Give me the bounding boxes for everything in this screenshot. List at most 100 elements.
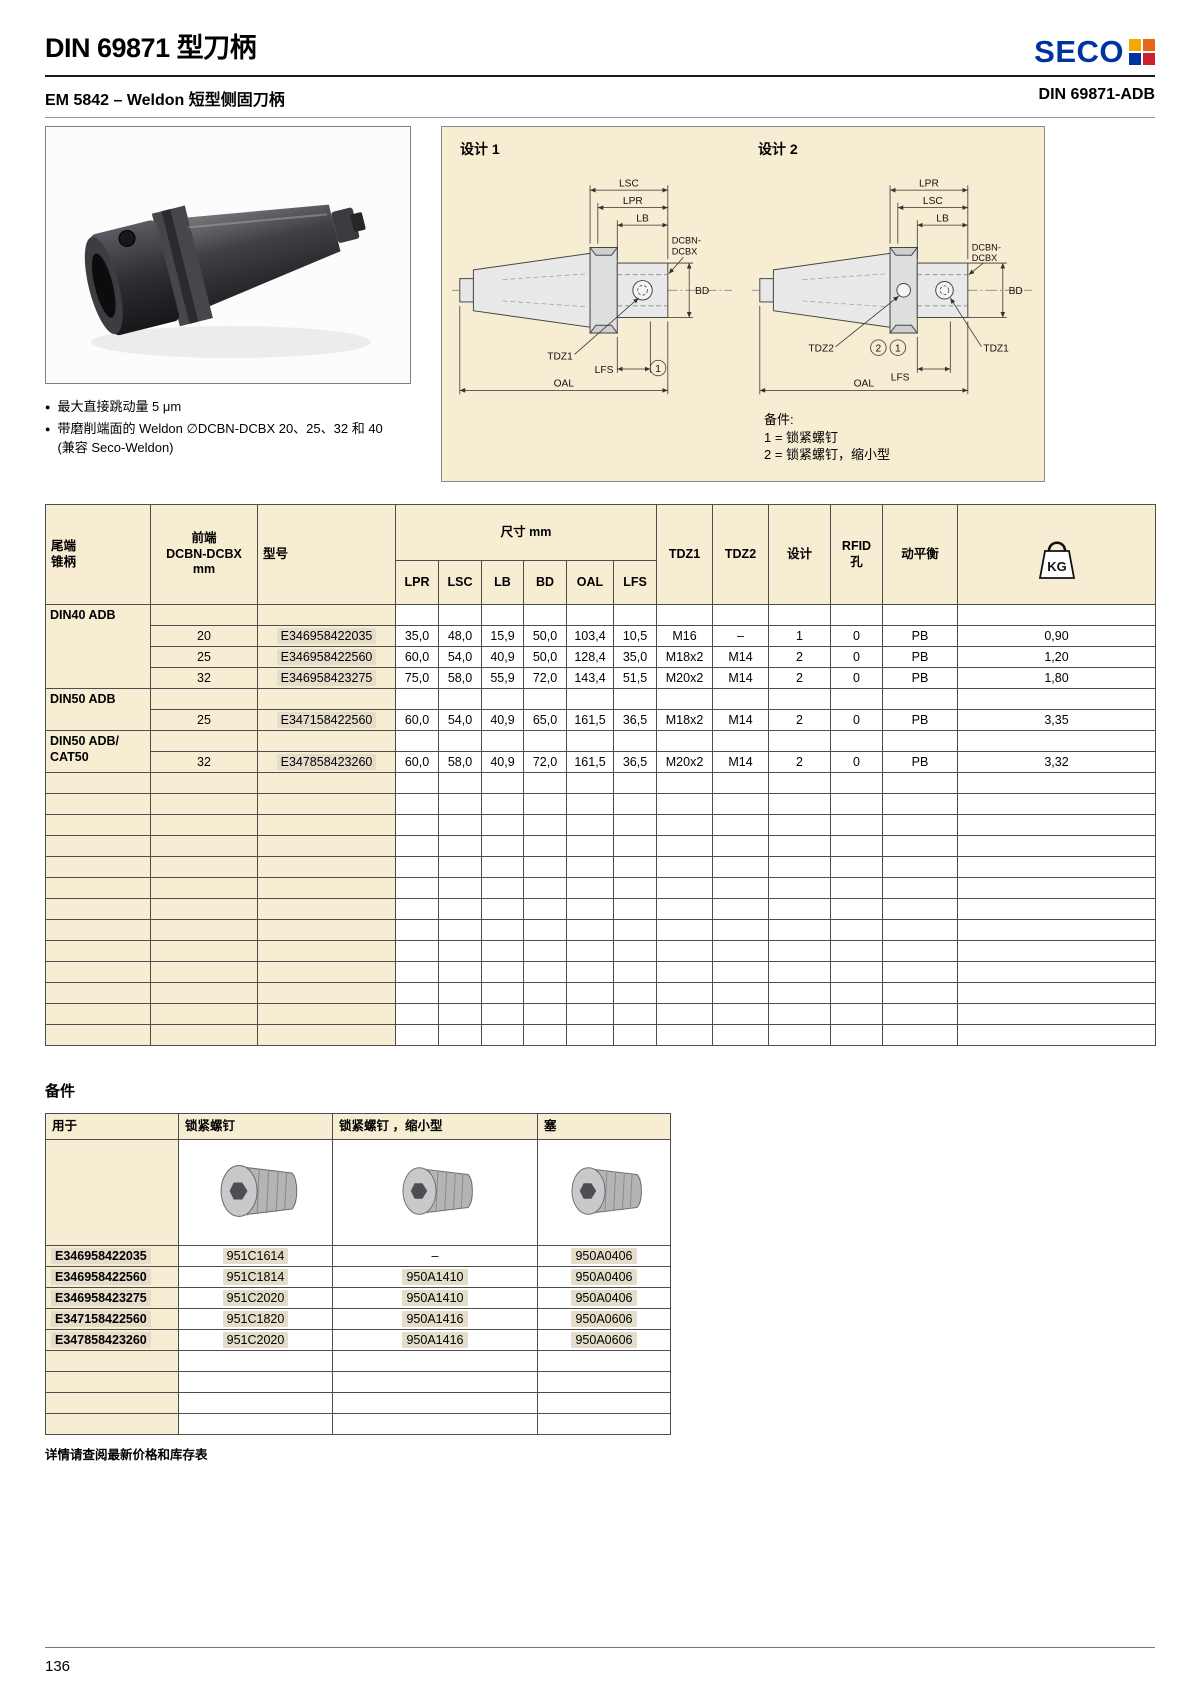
accessory-value-cell: 951C2020 xyxy=(178,1329,333,1351)
empty-cell xyxy=(612,877,658,899)
value-cell: 20 xyxy=(150,625,258,647)
product-photo xyxy=(45,126,411,384)
value-cell: M20x2 xyxy=(656,751,714,773)
empty-cell xyxy=(395,688,439,710)
value-cell: 60,0 xyxy=(395,646,439,668)
empty-cell xyxy=(656,793,714,815)
empty-cell xyxy=(566,856,614,878)
empty-row xyxy=(45,835,1157,857)
empty-cell xyxy=(656,814,714,836)
empty-cell xyxy=(656,961,714,983)
empty-cell xyxy=(882,856,959,878)
empty-cell xyxy=(45,772,151,794)
value-cell: M14 xyxy=(712,751,770,773)
value-cell: 40,9 xyxy=(481,646,524,668)
acc-header-plug: 塞 xyxy=(537,1113,671,1140)
bullet-icon: ● xyxy=(45,424,51,434)
col-header-oal: OAL xyxy=(566,560,614,605)
empty-cell xyxy=(768,814,832,836)
empty-cell xyxy=(768,877,832,899)
bullet-item: ●带磨削端面的 Weldon ∅DCBN-DCBX 20、25、32 和 40 … xyxy=(45,420,415,458)
empty-cell xyxy=(45,1003,151,1025)
price-availability-note: 详情请查阅最新价格和库存表 xyxy=(45,1448,208,1462)
set-screw-reduced-image xyxy=(332,1139,538,1246)
empty-cell xyxy=(612,688,658,710)
value-cell: 25 xyxy=(150,709,258,731)
empty-cell xyxy=(332,1371,538,1393)
empty-cell xyxy=(612,940,658,962)
empty-cell xyxy=(257,814,396,836)
empty-cell xyxy=(566,961,614,983)
value-cell: 36,5 xyxy=(612,709,658,731)
empty-cell xyxy=(882,1024,959,1046)
empty-cell xyxy=(438,730,482,752)
design-2-label: 设计 2 xyxy=(758,141,798,157)
part-number: 950A1410 xyxy=(402,1269,468,1285)
empty-cell xyxy=(438,919,482,941)
dim-label-dcbn: DCBN- xyxy=(672,236,701,246)
empty-cell xyxy=(45,982,151,1004)
for-part-cell: E346958422035 xyxy=(45,1245,179,1267)
empty-cell xyxy=(438,961,482,983)
empty-cell xyxy=(712,856,770,878)
empty-cell xyxy=(882,940,959,962)
feature-bullets: ●最大直接跳动量 5 μm ●带磨削端面的 Weldon ∅DCBN-DCBX … xyxy=(45,398,415,458)
empty-cell xyxy=(768,604,832,626)
empty-cell xyxy=(257,604,396,626)
empty-cell xyxy=(178,1413,333,1435)
accessories-table-header: 用于 锁紧螺钉 锁紧螺钉 ，缩小型 塞 xyxy=(45,1113,671,1140)
empty-cell xyxy=(45,940,151,962)
empty-cell xyxy=(768,856,832,878)
empty-cell xyxy=(882,877,959,899)
empty-cell xyxy=(537,1392,671,1414)
empty-row xyxy=(45,898,1157,920)
plug-icon xyxy=(571,1167,642,1215)
value-cell: 72,0 xyxy=(523,751,567,773)
empty-cell xyxy=(882,1003,959,1025)
empty-cell xyxy=(438,877,482,899)
empty-cell xyxy=(768,940,832,962)
empty-cell xyxy=(481,730,524,752)
empty-cell xyxy=(882,730,959,752)
empty-cell xyxy=(768,1024,832,1046)
empty-cell xyxy=(712,793,770,815)
empty-cell xyxy=(712,877,770,899)
value-cell: 51,5 xyxy=(612,667,658,689)
empty-cell xyxy=(523,1003,567,1025)
empty-cell xyxy=(882,835,959,857)
empty-cell xyxy=(566,793,614,815)
empty-cell xyxy=(257,1003,396,1025)
empty-cell xyxy=(150,688,258,710)
empty-cell xyxy=(395,877,439,899)
empty-cell xyxy=(150,856,258,878)
empty-cell xyxy=(395,856,439,878)
empty-cell xyxy=(257,856,396,878)
empty-cell xyxy=(438,856,482,878)
empty-cell xyxy=(332,1350,538,1372)
empty-cell xyxy=(612,898,658,920)
empty-cell xyxy=(395,982,439,1004)
empty-cell xyxy=(481,793,524,815)
empty-cell xyxy=(45,835,151,857)
empty-cell xyxy=(523,898,567,920)
empty-cell xyxy=(712,688,770,710)
empty-cell xyxy=(830,688,884,710)
dim-label-tdz1: TDZ1 xyxy=(983,344,1009,355)
empty-cell xyxy=(481,772,524,794)
weight-kg-icon: KG xyxy=(1038,541,1075,579)
callout-1: 1 xyxy=(895,344,901,355)
part-number: 951C2020 xyxy=(222,1290,289,1306)
set-screw-image xyxy=(178,1139,333,1246)
design-1-label: 设计 1 xyxy=(460,141,500,157)
dim-label-lb: LB xyxy=(636,213,649,224)
group-label: DIN50 ADB xyxy=(45,688,151,731)
empty-cell xyxy=(656,604,714,626)
empty-cell xyxy=(712,940,770,962)
value-cell: 128,4 xyxy=(566,646,614,668)
value-cell: 161,5 xyxy=(566,709,614,731)
dim-label-lfs: LFS xyxy=(595,365,614,376)
empty-cell xyxy=(523,877,567,899)
